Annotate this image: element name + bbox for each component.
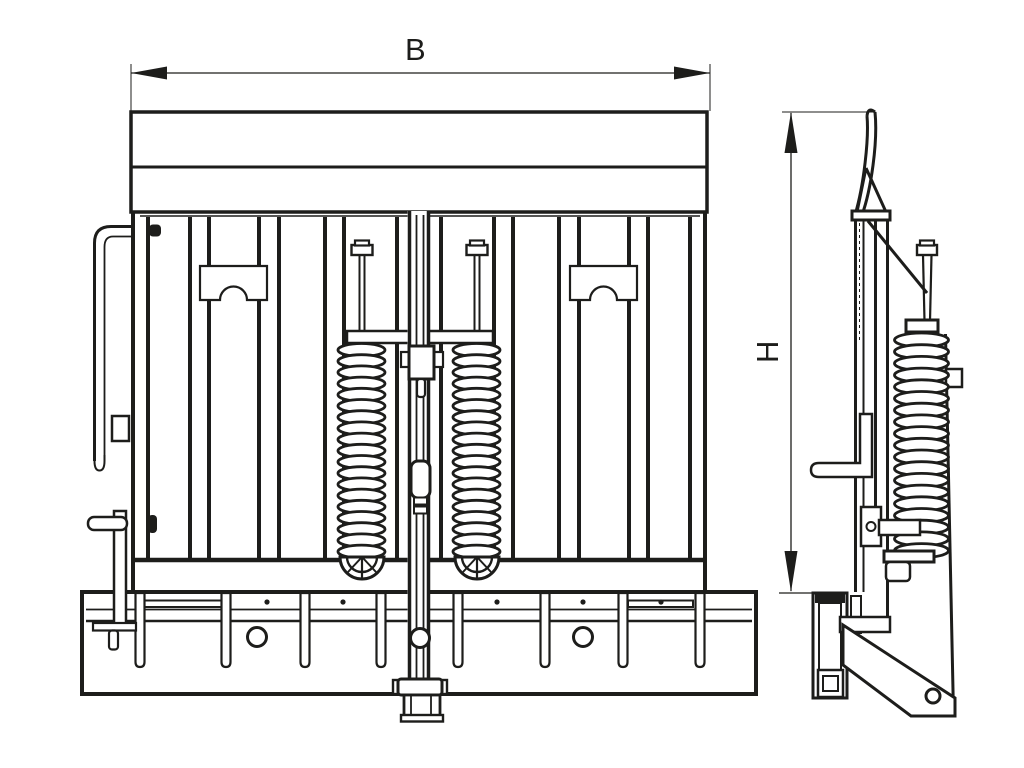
spring-loop-right	[453, 555, 501, 581]
edge-cap	[815, 594, 845, 603]
arrowhead-down-icon	[784, 551, 798, 592]
bolt-mark-top-left	[149, 224, 161, 237]
rail-hole-left	[246, 626, 268, 648]
spring-bolt-right	[465, 239, 489, 331]
trip-spring-left	[336, 342, 387, 560]
side-view: H	[750, 108, 964, 718]
side-trip-spring	[882, 239, 950, 583]
arrowhead-up-icon	[784, 112, 798, 153]
spring-loop-left	[338, 555, 386, 581]
shelf-plate	[838, 615, 892, 634]
arrowhead-left-icon	[131, 66, 167, 80]
rail-hole-center	[409, 627, 431, 649]
base-foot	[816, 668, 845, 699]
moldboard-top-panel	[129, 110, 709, 217]
bracket-plate-left	[198, 264, 269, 302]
edge-segment-left	[142, 599, 227, 608]
front-view: B	[80, 32, 758, 723]
center-post	[391, 211, 449, 723]
bolt-mark-left-edge	[148, 515, 157, 533]
diagonal-brace	[866, 220, 929, 294]
turnbuckle	[409, 459, 432, 515]
clevis	[399, 344, 445, 399]
left-pin	[86, 515, 129, 532]
arm-hole	[924, 687, 942, 705]
arrowhead-right-icon	[674, 66, 710, 80]
side-linkage	[809, 412, 922, 548]
left-lift-rod	[93, 225, 131, 472]
l-bracket	[809, 412, 874, 479]
side-base	[811, 591, 957, 718]
scraper-tines	[134, 591, 706, 669]
left-stand-bracket	[86, 509, 138, 651]
dimension-height-H: H	[750, 111, 873, 594]
spring-bolt-left	[350, 239, 374, 331]
width-dimension-label: B	[405, 32, 426, 67]
rod-guide-block	[110, 414, 131, 443]
blade-profile	[853, 108, 888, 216]
spring-hook	[884, 560, 912, 583]
dimension-width-B: B	[130, 32, 711, 111]
height-dimension-label: H	[750, 341, 785, 363]
bracket-plate-right	[568, 264, 639, 302]
post-foot	[391, 677, 449, 723]
pivot-hole	[865, 521, 877, 532]
trip-spring-right	[451, 342, 502, 560]
rail-bolt-dots	[264, 599, 664, 605]
rail-hole-right	[572, 626, 594, 648]
